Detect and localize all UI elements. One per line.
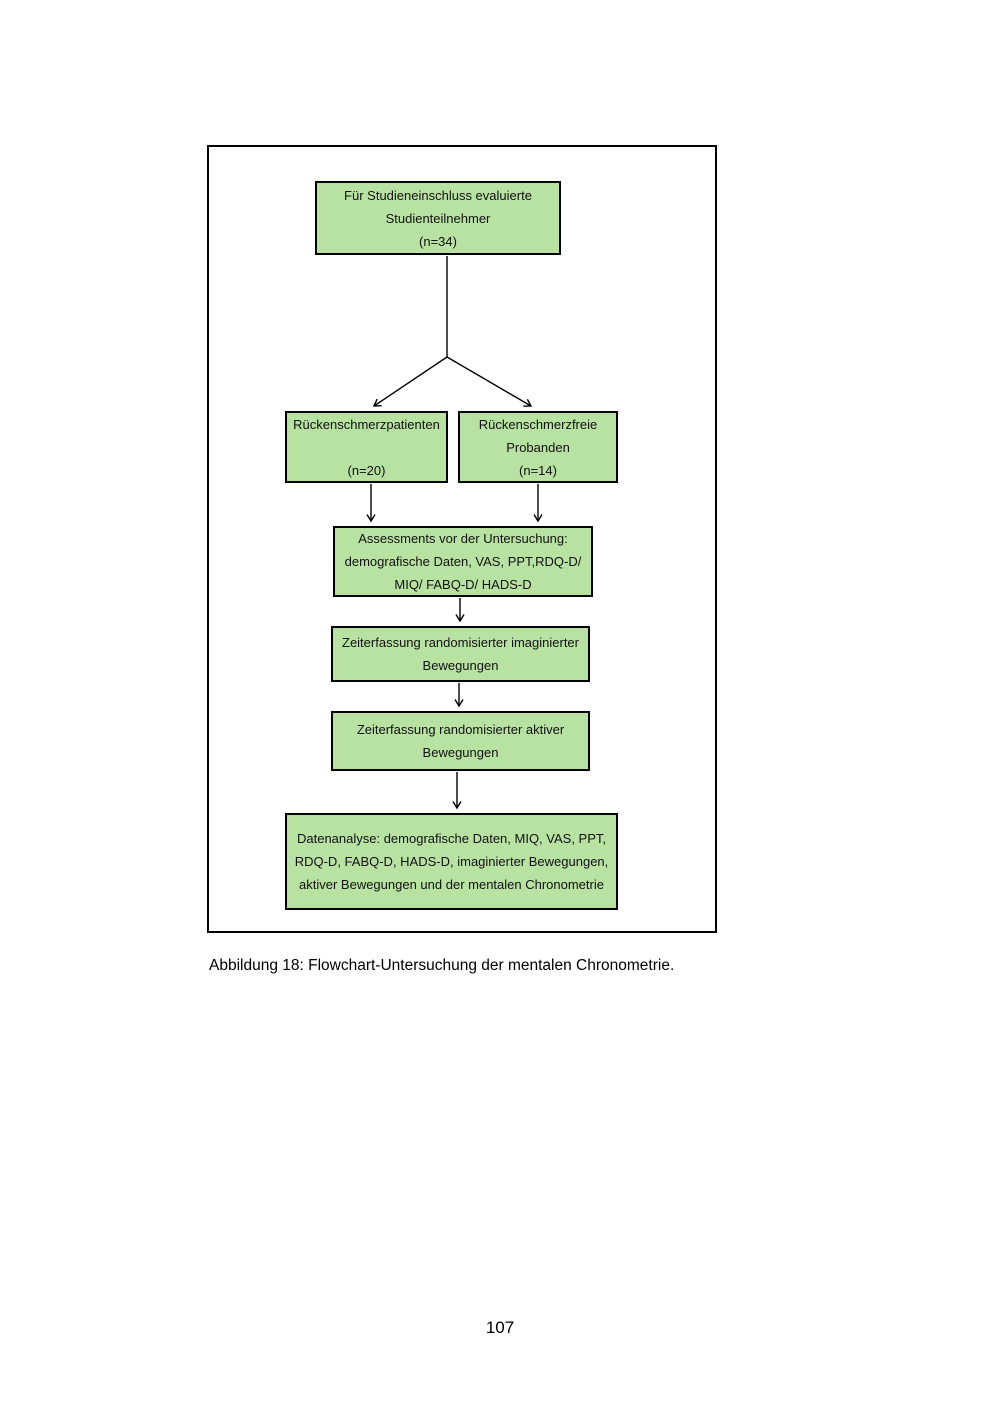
flow-node-evaluated-participants: Für Studieneinschluss evaluierte Studien… [315,181,561,255]
node-text-line: Assessments vor der Untersuchung: [358,531,568,546]
node-text-line: (n=34) [419,233,457,249]
node-text-line: (n=14) [519,462,557,478]
figure-caption: Abbildung 18: Flowchart-Untersuchung der… [209,957,675,974]
flow-node-back-pain-patients: Rückenschmerzpatienten (n=20) [285,411,448,483]
node-text-line: Rückenschmerzfreie [478,416,598,432]
node-text-line: Bewegungen [422,658,499,673]
node-text-line: (n=20) [347,462,386,478]
node-text-line: RDQ-D, FABQ-D, HADS-D, imaginierter Bewe… [294,854,609,869]
node-text-line: Für Studieneinschluss evaluierte [344,187,532,203]
node-text-line: Zeiterfassung randomisierter aktiver [356,722,565,737]
flow-node-data-analysis: Datenanalyse: demografische Daten, MIQ, … [285,813,618,910]
flow-node-pain-free-controls: Rückenschmerzfreie Probanden (n=14) [458,411,618,483]
node-text-line: demografische Daten, VAS, PPT,RDQ-D/ [344,554,582,569]
page-number: 107 [485,1318,515,1337]
node-text-line: Bewegungen [422,745,499,760]
figure-frame [207,145,717,933]
node-text-line: Zeiterfassung randomisierter imaginierte… [342,635,579,650]
flow-node-active-movements-timing: Zeiterfassung randomisierter aktiver Bew… [331,711,590,771]
node-text-line: Rückenschmerzpatienten [293,416,440,432]
node-text-line: Probanden [506,439,570,455]
node-text-line: Studienteilnehmer [385,210,491,226]
node-text-line: Datenanalyse: demografische Daten, MIQ, … [296,831,607,846]
node-text-line: aktiver Bewegungen und der mentalen Chro… [299,877,604,892]
flow-node-imagined-movements-timing: Zeiterfassung randomisierter imaginierte… [331,626,590,682]
node-text-line: MIQ/ FABQ-D/ HADS-D [394,577,532,592]
flow-node-pre-assessments: Assessments vor der Untersuchung: demogr… [333,526,593,597]
